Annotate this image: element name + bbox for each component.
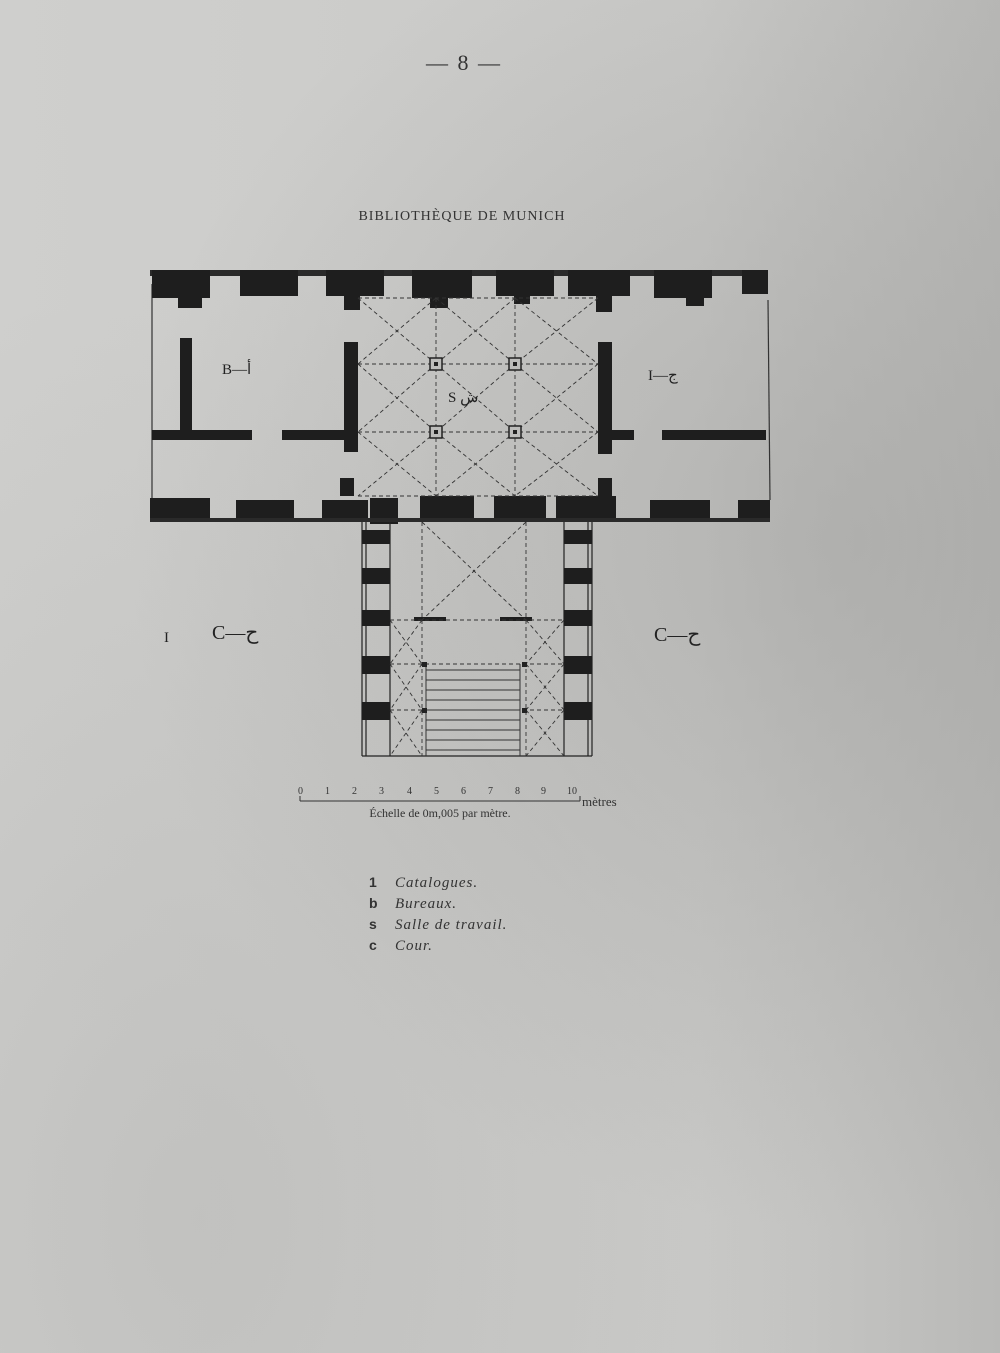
legend-text: Cour. (395, 938, 433, 954)
scale-tick-6: 6 (461, 786, 466, 797)
room-label-cour-right: C—ح (654, 624, 701, 646)
cour-left-mark: I (164, 630, 169, 646)
page-number: — 8 — (426, 50, 502, 75)
legend-key: b (369, 895, 378, 911)
legend-item: s Salle de travail. (369, 916, 507, 937)
stair-wing-walls (361, 522, 593, 757)
staircase (425, 664, 521, 756)
vault-grid (357, 297, 599, 497)
legend-text: Salle de travail. (395, 917, 508, 933)
room-label-catalogues: I—ج (648, 368, 678, 384)
scale-tick-10: 10 (567, 786, 577, 797)
legend-item: b Bureaux. (369, 895, 507, 916)
scale-tick-2: 2 (352, 786, 357, 797)
legend-key: c (369, 937, 377, 953)
interior-walls (152, 338, 766, 454)
stair-grid (389, 521, 565, 757)
legend-text: Bureaux. (395, 896, 458, 912)
scale-tick-8: 8 (515, 786, 520, 797)
legend-text: Catalogues. (395, 875, 479, 891)
room-label-bureaux: B—أ (222, 362, 252, 378)
top-wall (150, 270, 768, 312)
stair-wing-piers (362, 530, 592, 720)
scale-tick-3: 3 (379, 786, 384, 797)
scale-tick-0: 0 (298, 786, 303, 797)
room-label-cour-left: C—ح (212, 622, 259, 644)
scale-tick-5: 5 (434, 786, 439, 797)
legend-item: 1 Catalogues. (369, 874, 507, 895)
scale-tick-7: 7 (488, 786, 493, 797)
legend-item: c Cour. (369, 937, 507, 958)
scale-tick-4: 4 (407, 786, 412, 797)
room-label-salle: S ش (448, 390, 479, 406)
legend: 1 Catalogues. b Bureaux. s Salle de travail… (369, 874, 507, 958)
scale-tick-1: 1 (325, 786, 330, 797)
main-block-outline (151, 284, 771, 501)
scale-unit: mètres (582, 794, 617, 809)
scale-tick-9: 9 (541, 786, 546, 797)
bottom-wall (150, 478, 770, 524)
legend-key: 1 (369, 874, 377, 890)
legend-key: s (369, 916, 377, 932)
scale-bar (299, 796, 581, 802)
scale-caption: Échelle de 0m,005 par mètre. (369, 806, 511, 820)
plan-title: BIBLIOTHÈQUE DE MUNICH (358, 209, 566, 224)
